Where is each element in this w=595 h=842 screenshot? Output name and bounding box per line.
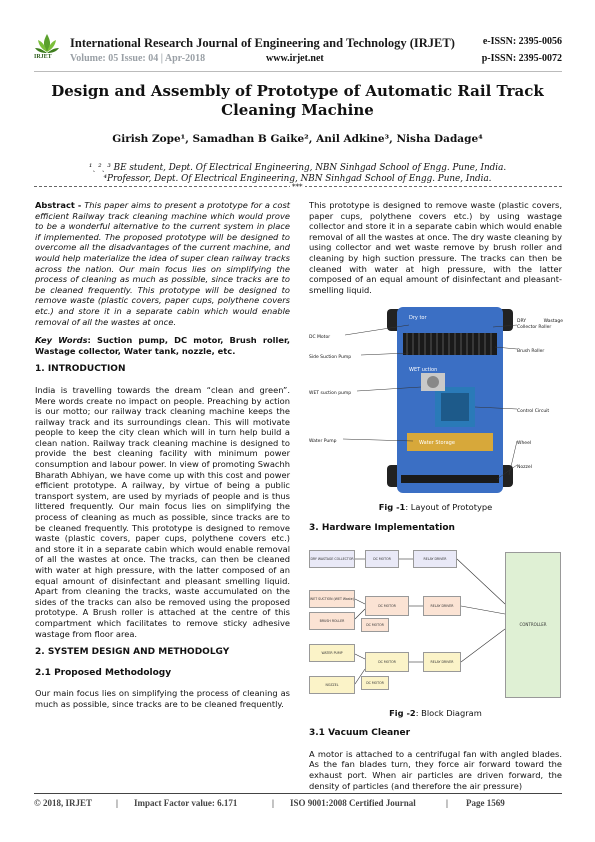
heading-introduction: 1. INTRODUCTION — [35, 364, 126, 375]
methodology-paragraph: Our main focus lies on simplifying the p… — [35, 688, 290, 709]
intro-paragraph: India is travelling towards the dream “c… — [35, 384, 290, 639]
header-rule — [34, 71, 562, 72]
heading-vacuum-cleaner: 3.1 Vacuum Cleaner — [309, 728, 411, 739]
footer-sep-2: | — [272, 798, 274, 808]
prototype-layout-illustration — [342, 307, 518, 494]
block-diagram-arrows — [354, 558, 506, 684]
label-wheel: Wheel — [517, 441, 532, 447]
vacuum-paragraph: A motor is attached to a centrifugal fan… — [309, 748, 562, 791]
journal-website[interactable]: www.irjet.net — [266, 53, 324, 64]
figure-1-layout: DC Motor Side Suction Pump WET suction p… — [309, 303, 563, 498]
heading-system-design: 2. SYSTEM DESIGN AND METHODOLGY — [35, 647, 230, 658]
block-water-pump: WATER PUMP — [309, 643, 355, 662]
keywords: Key Words: Suction pump, DC motor, Brush… — [35, 335, 290, 356]
divider-stars: *** — [290, 183, 305, 191]
label-inner-top: Dry tor — [409, 315, 427, 322]
fig2-text: : Block Diagram — [415, 707, 482, 718]
block-relay-1: RELAY DRIVER — [413, 549, 457, 568]
right-paragraph-1: This prototype is designed to remove was… — [309, 200, 562, 295]
block-dc-motor-3: DC MOTOR — [361, 617, 389, 632]
journal-title: International Research Journal of Engine… — [70, 36, 455, 50]
label-inner-wet: WET uction — [409, 367, 438, 374]
footer-sep-3: | — [446, 798, 448, 808]
footer-page: Page 1569 — [466, 798, 505, 808]
journal-header: IRJET International Research Journal of … — [34, 28, 562, 68]
block-dc-motor-1: DC MOTOR — [365, 549, 399, 568]
label-dry-collector: DRY Wastage Collector Roller — [517, 319, 563, 330]
abstract: Abstract - This paper aims to present a … — [35, 200, 290, 327]
block-dry-collector: DRY WASTAGE COLLECTOR — [309, 549, 355, 568]
issn-e: e-ISSN: 2395-0056 — [482, 36, 562, 47]
volume-issue: Volume: 05 Issue: 04 | Apr-2018 — [70, 53, 206, 64]
keywords-text: : Suction pump, DC motor, Brush roller, … — [35, 335, 290, 356]
block-dc-motor-5: DC MOTOR — [361, 675, 389, 690]
paper-authors: Girish Zope¹, Samadhan B Gaike², Anil Ad… — [112, 133, 483, 145]
heading-hardware: 3. Hardware Implementation — [309, 522, 455, 533]
fig2-label: Fig -2 — [389, 707, 416, 718]
abstract-text: This paper aims to present a prototype f… — [35, 200, 291, 327]
label-water-storage: Water Storage — [419, 440, 455, 447]
figure-2-caption: Fig -2: Block Diagram — [309, 708, 562, 719]
fig1-label: Fig -1 — [378, 502, 406, 513]
figure-1-caption: Fig -1: Layout of Prototype — [309, 502, 562, 513]
block-wet-suction: WET SUCTION (WET Waste) — [309, 589, 355, 608]
heading-proposed-methodology: 2.1 Proposed Methodology — [35, 667, 172, 678]
footer-iso: ISO 9001:2008 Certified Journal — [290, 798, 416, 808]
label-wet-suction: WET suction pump — [309, 391, 352, 397]
irjet-logo-icon — [35, 34, 59, 53]
label-water-pump: Water Pump — [309, 439, 337, 445]
block-controller: CONTROLLER — [505, 551, 561, 698]
logo-text: IRJET — [34, 54, 52, 60]
footer-sep-1: | — [116, 798, 118, 808]
block-brush-roller: BRUSH ROLLER — [309, 611, 355, 630]
fig1-text: : Layout of Prototype — [405, 502, 493, 513]
footer-copyright: © 2018, IRJET — [34, 798, 92, 808]
label-brush-roller: Brush Roller — [517, 349, 545, 355]
block-dc-motor-2: DC MOTOR — [365, 595, 409, 616]
label-nozzel: Nozzel — [517, 465, 532, 471]
block-relay-2: RELAY DRIVER — [423, 595, 461, 616]
affiliation-2: ⁴Professor, Dept. Of Electrical Engineer… — [103, 174, 492, 184]
keywords-label: Key Words — [35, 335, 88, 346]
block-dc-motor-4: DC MOTOR — [365, 651, 409, 672]
footer-impact: Impact Factor value: 6.171 — [134, 798, 238, 808]
affiliation-1: ¹ˎ ²ˎ ³ BE student, Dept. Of Electrical … — [88, 163, 507, 173]
abstract-label: Abstract - — [35, 200, 82, 210]
block-relay-3: RELAY DRIVER — [423, 651, 461, 672]
label-dc-motor: DC Motor — [309, 335, 331, 341]
paper-title: Design and Assembly of Prototype of Auto… — [51, 82, 544, 119]
block-nozzel: NOZZEL — [309, 675, 355, 694]
figure-2-block-diagram: DRY WASTAGE COLLECTOR DC MOTOR RELAY DRI… — [309, 544, 562, 704]
issn-p: p-ISSN: 2395-0072 — [481, 53, 562, 64]
left-column: Abstract - This paper aims to present a … — [35, 200, 290, 718]
page-footer: © 2018, IRJET | Impact Factor value: 6.1… — [34, 793, 562, 808]
label-side-suction: Side Suction Pump — [309, 355, 352, 361]
label-control-circuit: Control Circuit — [517, 409, 550, 415]
right-column: This prototype is designed to remove was… — [309, 200, 563, 799]
